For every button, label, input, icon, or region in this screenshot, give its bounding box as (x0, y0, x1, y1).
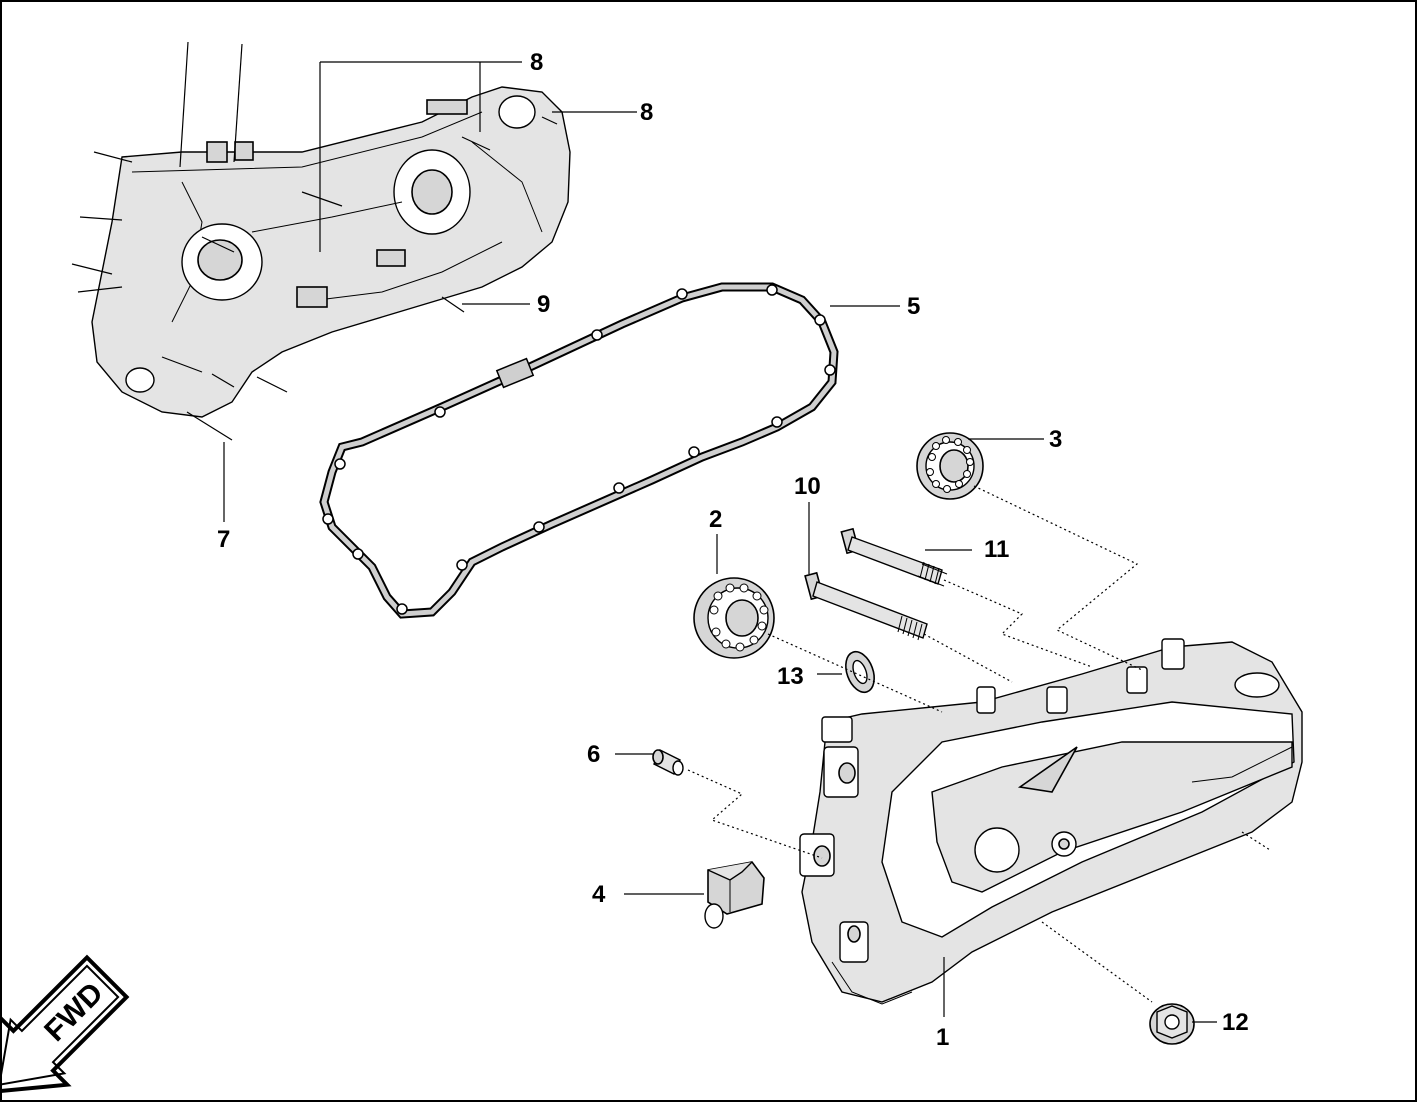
callout-10: 10 (794, 473, 821, 500)
transmission-cover (799, 638, 1303, 1005)
assembly-lines (687, 485, 1271, 1003)
dowel-pin (652, 749, 684, 776)
callout-3: 3 (1049, 426, 1062, 453)
callout-8b: 8 (640, 99, 653, 126)
gasket (319, 282, 839, 619)
callout-7: 7 (217, 526, 230, 553)
callout-12: 12 (1222, 1009, 1249, 1036)
callout-13: 13 (777, 663, 804, 690)
callout-6: 6 (587, 741, 600, 768)
washer (845, 650, 875, 694)
clip (704, 861, 765, 929)
callout-11: 11 (984, 536, 1009, 563)
callout-labels: 8 8 9 5 7 3 10 11 2 13 6 4 1 12 (217, 49, 1249, 1051)
callout-9: 9 (537, 291, 550, 318)
leader-lines (223, 61, 1217, 1023)
ball-bearing-3 (916, 432, 984, 500)
callout-1: 1 (936, 1024, 949, 1051)
bolt-11 (840, 527, 948, 587)
forward-arrow-icon: FWD (2, 954, 130, 1094)
callout-8a: 8 (530, 49, 543, 76)
bolt-10 (804, 571, 928, 641)
flange-nut (1149, 1003, 1195, 1045)
callout-2: 2 (709, 506, 722, 533)
ball-bearing-2 (693, 577, 775, 659)
callout-4: 4 (592, 881, 606, 908)
crankcase-half (71, 41, 571, 441)
callout-5: 5 (907, 293, 920, 320)
